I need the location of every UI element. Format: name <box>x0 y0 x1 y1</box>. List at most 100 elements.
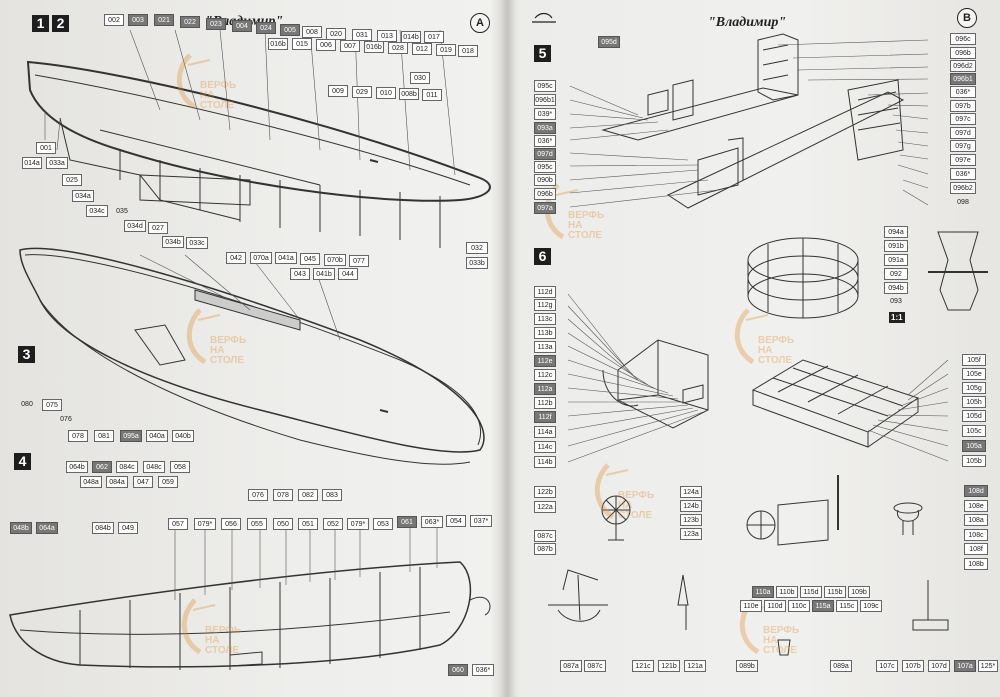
part-label: 095c <box>534 161 556 173</box>
part-label: 096d2 <box>950 60 976 72</box>
part-label: 090b <box>534 174 556 186</box>
part-label: 092 <box>884 268 908 280</box>
part-label: 087a <box>560 660 582 672</box>
part-label: 007 <box>340 40 360 52</box>
part-label: 123b <box>680 514 702 526</box>
part-label: 001 <box>36 142 56 154</box>
part-label: 051 <box>298 518 318 530</box>
part-label: 084c <box>116 461 138 473</box>
part-label: 002 <box>104 14 124 26</box>
part-label: 025 <box>62 174 82 186</box>
step-number-4: 4 <box>14 453 31 470</box>
part-label: 061 <box>397 516 417 528</box>
part-label: 036* <box>950 86 976 98</box>
part-label: 063* <box>421 516 443 528</box>
part-label: 034c <box>86 205 108 217</box>
part-label: 109c <box>860 600 882 612</box>
part-label: 098 <box>957 199 969 206</box>
part-label: 108a <box>964 514 988 526</box>
step-number-6: 6 <box>534 248 551 265</box>
part-label: 036* <box>950 168 976 180</box>
part-label: 094b <box>884 282 908 294</box>
part-label: 121c <box>632 660 654 672</box>
scale-indicator: 1:1 <box>889 312 905 323</box>
step-number-5: 5 <box>534 45 551 62</box>
part-label: 070b <box>324 254 346 266</box>
part-label: 033c <box>186 237 208 249</box>
step-number-1: 1 <box>32 15 49 32</box>
part-label: 048c <box>143 461 165 473</box>
part-label: 096b <box>950 47 976 59</box>
part-label: 122a <box>534 501 556 513</box>
part-label: 014a <box>22 157 42 169</box>
part-label: 034a <box>72 190 94 202</box>
part-label: 057 <box>168 518 188 530</box>
part-label: 011 <box>422 89 442 101</box>
part-label: 115d <box>800 586 822 598</box>
part-label: 008 <box>302 26 322 38</box>
part-label: 022 <box>180 16 200 28</box>
part-label: 108d <box>964 485 988 497</box>
part-label: 097e <box>950 154 976 166</box>
part-label: 112g <box>534 299 556 311</box>
part-label: 036* <box>472 664 494 676</box>
part-label: 097d <box>534 148 556 160</box>
part-label: 105d <box>962 410 986 422</box>
part-label: 112d <box>534 286 556 298</box>
page-spine <box>500 0 516 697</box>
part-label: 037* <box>470 515 492 527</box>
part-label: 108e <box>964 500 988 512</box>
part-label: 040b <box>172 430 194 442</box>
part-label: 050 <box>273 518 293 530</box>
part-label: 123a <box>680 528 702 540</box>
part-label: 006 <box>316 39 336 51</box>
part-label: 114b <box>534 456 556 468</box>
part-label: 105h <box>962 396 986 408</box>
part-label: 121a <box>684 660 706 672</box>
part-label: 045 <box>300 253 320 265</box>
part-label: 035 <box>116 208 128 215</box>
part-label: 078 <box>68 430 88 442</box>
step-number-2: 2 <box>52 15 69 32</box>
part-label: 093 <box>890 298 902 305</box>
part-label: 105c <box>962 425 986 437</box>
part-label: 031 <box>352 29 372 41</box>
part-label: 115a <box>812 600 834 612</box>
part-label: 097g <box>950 140 976 152</box>
part-label: 105a <box>962 440 986 452</box>
part-label: 094a <box>884 226 908 238</box>
part-label: 107c <box>876 660 898 672</box>
part-label: 095c <box>534 80 556 92</box>
part-label: 108b <box>964 558 988 570</box>
part-label: 095d <box>598 36 620 48</box>
left-drawings <box>9 29 491 670</box>
part-label: 097b <box>950 100 976 112</box>
part-label: 016b <box>364 41 384 53</box>
part-label: 078 <box>273 489 293 501</box>
part-label: 047 <box>133 476 153 488</box>
part-label: 030 <box>410 72 430 84</box>
part-label: 008b <box>399 88 419 100</box>
part-label: 064b <box>66 461 88 473</box>
part-label: 097c <box>950 113 976 125</box>
part-label: 028 <box>388 42 408 54</box>
part-label: 032 <box>466 242 488 254</box>
part-label: 121b <box>658 660 680 672</box>
part-label: 059 <box>158 476 178 488</box>
part-label: 015 <box>292 38 312 50</box>
part-label: 041a <box>275 252 297 264</box>
part-label: 076 <box>248 489 268 501</box>
part-label: 034d <box>124 220 146 232</box>
part-label: 110a <box>752 586 774 598</box>
part-label: 070a <box>250 252 272 264</box>
part-label: 079* <box>194 518 216 530</box>
right-drawings <box>532 12 988 656</box>
part-label: 052 <box>323 518 343 530</box>
part-label: 033b <box>466 257 488 269</box>
part-label: 096b <box>534 188 556 200</box>
